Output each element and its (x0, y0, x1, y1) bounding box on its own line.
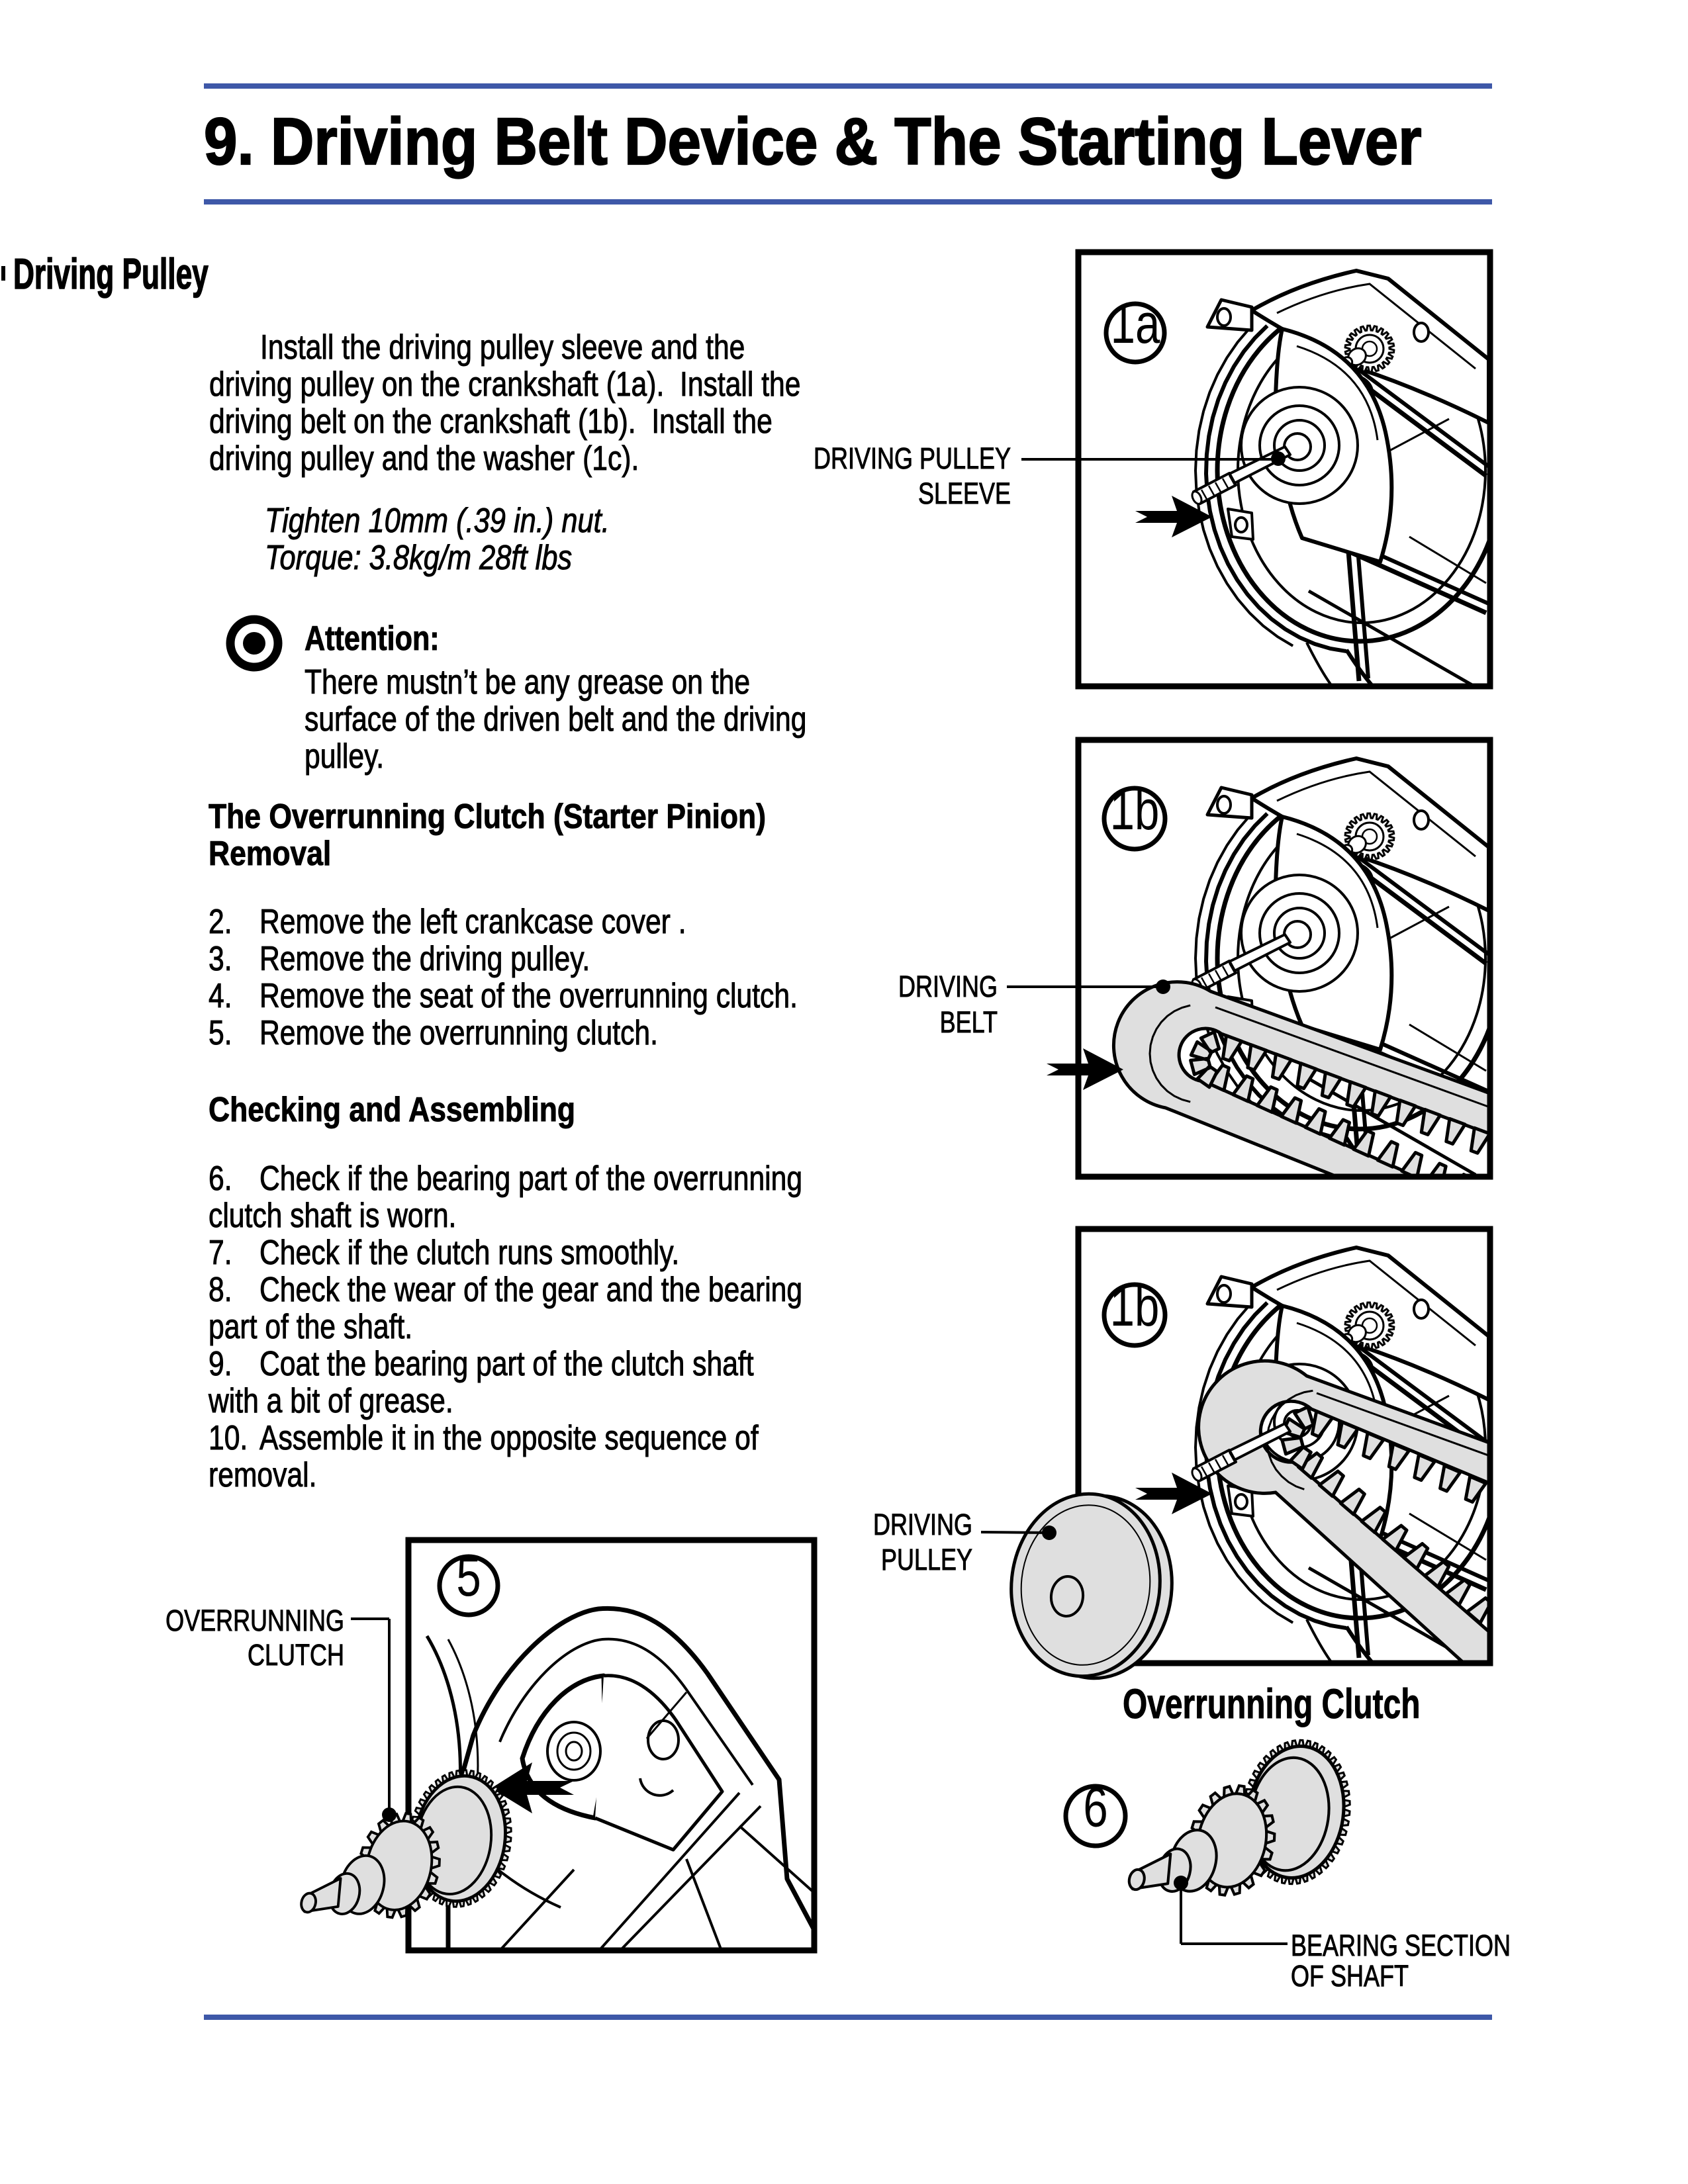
svg-text:pulley.: pulley. (305, 737, 384, 776)
svg-text:5: 5 (456, 1546, 481, 1608)
svg-text:driving pulley and the washer: driving pulley and the washer (1c). (209, 439, 639, 478)
svg-text:Tighten 10mm (.39 in.) nut.: Tighten 10mm (.39 in.) nut. (265, 502, 610, 540)
svg-text:3.: 3. (209, 940, 232, 978)
svg-text:OF SHAFT: OF SHAFT (1291, 1959, 1409, 1993)
svg-text:Checking and Assembling: Checking and Assembling (209, 1091, 575, 1129)
svg-text:2.: 2. (209, 903, 232, 941)
svg-text:9. Driving Belt Device & The S: 9. Driving Belt Device & The Starting Le… (204, 105, 1422, 179)
svg-text:5.: 5. (209, 1014, 232, 1052)
svg-text:9.: 9. (209, 1345, 232, 1383)
svg-text:driving belt on the crankshaft: driving belt on the crankshaft (1b). Ins… (209, 402, 773, 441)
svg-text:removal.: removal. (209, 1456, 316, 1494)
svg-text:part of the shaft.: part of the shaft. (209, 1308, 412, 1346)
svg-text:DRIVING PULLEY: DRIVING PULLEY (814, 441, 1011, 475)
svg-text:DRIVING: DRIVING (898, 970, 998, 1003)
svg-text:BEARING SECTION: BEARING SECTION (1291, 1929, 1511, 1962)
svg-text:OVERRUNNING: OVERRUNNING (165, 1604, 344, 1637)
svg-text:6.: 6. (209, 1160, 232, 1198)
svg-text:6: 6 (1083, 1776, 1107, 1839)
svg-text:Removal: Removal (209, 835, 331, 873)
svg-text:7.: 7. (209, 1234, 232, 1272)
svg-text:4.: 4. (209, 977, 232, 1015)
svg-text:Remove the seat of the overrun: Remove the seat of the overrunning clutc… (259, 977, 798, 1015)
svg-text:SLEEVE: SLEEVE (918, 477, 1011, 510)
svg-text:Attention:: Attention: (305, 619, 440, 658)
svg-text:Remove the left crankcase cove: Remove the left crankcase cover . (259, 903, 686, 941)
svg-text:Driving Pulley: Driving Pulley (13, 250, 209, 298)
svg-text:Check if the clutch runs smoot: Check if the clutch runs smoothly. (259, 1234, 679, 1272)
svg-text:Coat the bearing part of the c: Coat the bearing part of the clutch shaf… (259, 1345, 754, 1383)
svg-text:The Overrunning Clutch (Starte: The Overrunning Clutch (Starter Pinion) (209, 797, 766, 836)
svg-text:Overrunning Clutch: Overrunning Clutch (1123, 1680, 1420, 1727)
svg-text:Torque: 3.8kg/m 28ft lbs: Torque: 3.8kg/m 28ft lbs (265, 539, 572, 577)
svg-text:CLUTCH: CLUTCH (248, 1638, 344, 1672)
svg-text:1a: 1a (1111, 293, 1160, 355)
svg-text:BELT: BELT (940, 1005, 998, 1039)
svg-text:clutch shaft is worn.: clutch shaft is worn. (209, 1197, 456, 1235)
svg-text:Remove the overrunning clutch.: Remove the overrunning clutch. (259, 1014, 658, 1052)
svg-text:Check if the bearing part of t: Check if the bearing part of the overrun… (259, 1160, 802, 1198)
svg-text:surface of the driven belt and: surface of the driven belt and the drivi… (305, 700, 806, 739)
svg-text:PULLEY: PULLEY (881, 1543, 972, 1576)
svg-text:There mustn’t be any grease on: There mustn’t be any grease on the (305, 663, 750, 702)
svg-text:driving pulley on the cranksha: driving pulley on the crankshaft (1a). I… (209, 365, 800, 404)
svg-text:with a bit of grease.: with a bit of grease. (208, 1382, 453, 1420)
svg-text:Remove the driving pulley.: Remove the driving pulley. (259, 940, 590, 978)
svg-text:1b: 1b (1110, 780, 1160, 842)
svg-text:8.: 8. (209, 1271, 232, 1309)
svg-text:Assemble it in the opposite se: Assemble it in the opposite sequence of (259, 1419, 759, 1457)
svg-text:Install the driving pulley sle: Install the driving pulley sleeve and th… (260, 328, 745, 367)
svg-text:10.: 10. (209, 1419, 248, 1457)
svg-text:DRIVING: DRIVING (873, 1508, 972, 1541)
svg-text:1b: 1b (1110, 1276, 1160, 1338)
svg-text:Check the wear of the gear and: Check the wear of the gear and the beari… (259, 1271, 802, 1309)
